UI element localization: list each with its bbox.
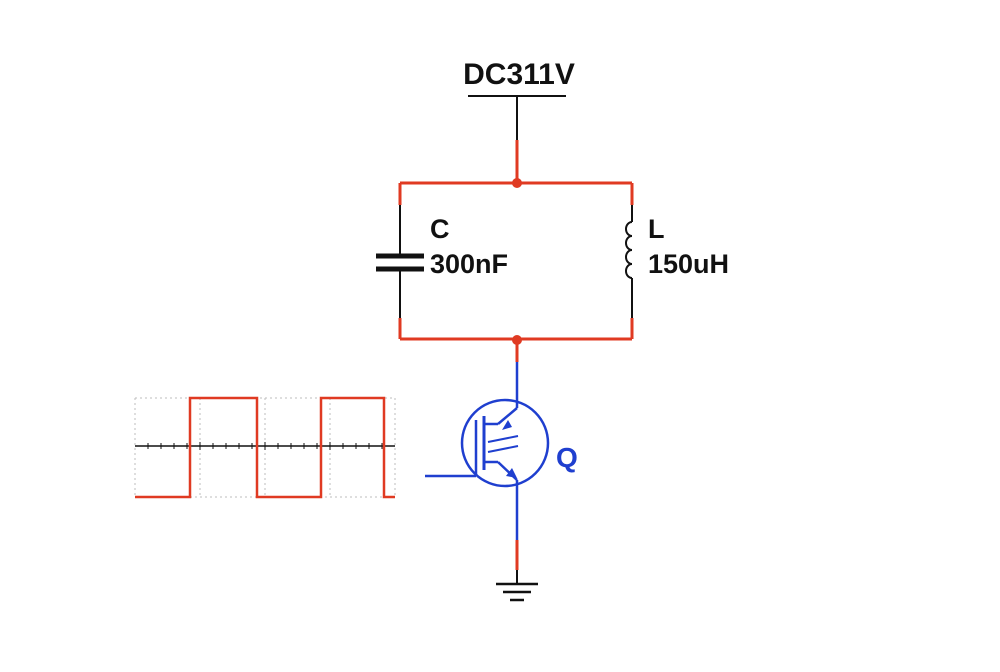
supply-label: DC311V (463, 58, 575, 91)
ground-icon (496, 582, 538, 602)
waveform-axis-ticks (147, 442, 383, 450)
igbt-transistor-icon (425, 398, 550, 488)
gate-signal-waveform (134, 396, 396, 499)
inductor-name: L (648, 214, 665, 244)
capacitor-name: C (430, 214, 450, 244)
top-junction-dot (512, 178, 522, 188)
capacitor (376, 183, 424, 339)
square-wave-trace (135, 396, 395, 499)
capacitor-value: 300nF (430, 249, 508, 279)
transistor-name: Q (556, 442, 578, 473)
inductor (625, 183, 634, 339)
inductor-value: 150uH (648, 249, 729, 279)
